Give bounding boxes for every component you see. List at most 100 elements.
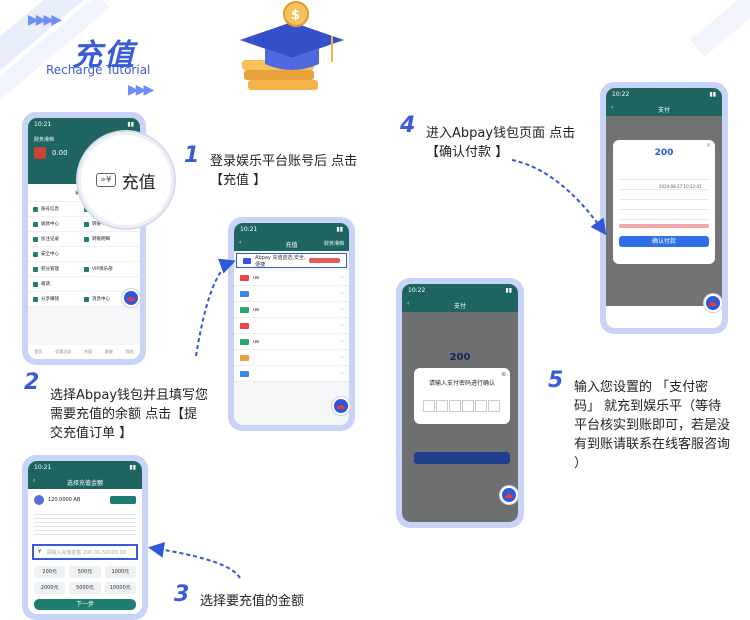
screen-title: 支付	[657, 107, 670, 114]
bottom-nav: 首页 优惠活动 充值 客服 我的	[28, 345, 140, 359]
next-button[interactable]: 下一步	[34, 599, 136, 610]
menu-item[interactable]: 积分管理	[33, 266, 84, 272]
menu-row: 分享赚钱 消息中心	[28, 292, 140, 307]
payment-method-row[interactable]: ›	[234, 350, 349, 366]
payment-logo-icon	[240, 306, 249, 313]
menu-row: 投注记录 转账明细	[28, 232, 140, 247]
phone-screenshot-home: 10:21▮▮ 财务滑档 0.00 ▣充值 账号信息存款记录收款中心转账中心投注…	[22, 112, 174, 365]
menu-item[interactable]: 分享赚钱	[33, 296, 84, 302]
amount-chip[interactable]: 10000元	[104, 582, 136, 594]
payment-method-row[interactable]: ›	[234, 318, 349, 334]
payment-method-row[interactable]: ›	[234, 286, 349, 302]
amount-chip[interactable]: 5000元	[69, 582, 101, 594]
status-bar: 10:22▮▮	[606, 88, 722, 102]
menu-item[interactable]: 邀请	[33, 281, 84, 287]
menu-item-icon	[33, 296, 38, 302]
payment-logo-icon	[240, 290, 249, 297]
signal-icon: ▮▮	[709, 91, 716, 98]
close-icon[interactable]: ✕	[705, 142, 711, 149]
payment-method-label: ue	[253, 274, 260, 281]
payment-method-label: ue	[253, 338, 260, 345]
menu-item-label: VIP俱乐部	[92, 267, 113, 272]
step-text-5: 输入您设置的 「支付密码」 就充到娱乐平（等待平台核实到账即可，若是没有到账请联…	[574, 380, 731, 471]
menu-item[interactable]: 账号信息	[33, 206, 84, 212]
menu-item-icon	[84, 266, 89, 272]
top-bar: ‹ 充值 财务滑档	[234, 237, 349, 251]
payment-method-list: ue››ue››ue›››	[234, 270, 349, 382]
payment-method-label: ue	[253, 306, 260, 313]
menu-item-icon	[84, 206, 89, 212]
confirm-modal: ✕ 200 2024-08-27 10:22:41 确认付款	[613, 140, 715, 264]
menu-item[interactable]: VIP俱乐部	[84, 266, 135, 272]
top-bar: ‹支付	[402, 298, 518, 312]
menu-item-icon	[33, 206, 38, 212]
menu-item-icon	[84, 296, 89, 302]
payment-logo-icon	[240, 370, 249, 377]
payment-logo-icon	[240, 338, 249, 345]
amount-input[interactable]: ¥请输入充值金额 200.00-50000.00	[32, 544, 138, 560]
confirm-payment-button[interactable]: 确认付款	[619, 236, 709, 247]
wallet-action-button[interactable]	[110, 496, 136, 504]
nav-tab[interactable]: 充值	[83, 349, 92, 354]
menu-item-icon	[84, 221, 89, 227]
amount-chip[interactable]: 500元	[69, 566, 101, 578]
screen-right-label: 财务滑档	[323, 241, 344, 247]
payment-logo-icon	[240, 354, 249, 361]
menu-item-label: 邀请	[41, 282, 50, 287]
phone-screenshot-abpay-confirm: 10:22▮▮ ‹ 支付 ✕ 200 2024-08-27 10:22:41 确认…	[600, 82, 728, 334]
status-bar: 10:21▮▮	[234, 223, 349, 237]
menu-item[interactable]: 转账明细	[84, 236, 135, 242]
step-number-1: 1	[184, 143, 200, 168]
pay-amount: 200	[654, 148, 674, 158]
step-number-2: 2	[24, 370, 40, 395]
svg-text:$: $	[291, 8, 300, 23]
pin-input[interactable]	[420, 397, 504, 416]
abpay-option[interactable]: Abpay 充值首选,安全,便捷	[236, 253, 347, 268]
nav-tab[interactable]: 我的	[125, 349, 134, 354]
menu-item-label: 分享赚钱	[41, 297, 59, 302]
menu-item[interactable]: 安全中心	[33, 251, 84, 257]
phone-screenshot-pin-entry: 10:22▮▮ ‹支付 200 ⊗ 请输入支付密码进行确认	[396, 278, 524, 528]
menu-item[interactable]: 消息中心	[84, 296, 135, 302]
menu-item[interactable]: 投注记录	[33, 236, 84, 242]
menu-item-label: 消息中心	[92, 297, 110, 302]
payment-method-row[interactable]: ›	[234, 366, 349, 382]
amount-chip[interactable]: 2000元	[34, 582, 66, 594]
payment-method-row[interactable]: ue›	[234, 270, 349, 286]
close-icon[interactable]: ⊗	[500, 371, 506, 378]
menu-row: 收款中心转账中心	[28, 217, 140, 232]
phone-screen: 10:21▮▮ ‹选择充值金额 120.0000 AB ¥请输入充值金额 200…	[28, 461, 142, 614]
payment-logo-icon	[240, 274, 249, 281]
amount-chip[interactable]: 200元	[34, 566, 66, 578]
menu-item[interactable]: 转账中心	[84, 221, 135, 227]
back-icon[interactable]: ‹	[611, 104, 614, 111]
menu-item-label: 安全中心	[41, 252, 59, 257]
payment-method-row[interactable]: ue›	[234, 302, 349, 318]
nav-tab[interactable]: 首页	[34, 349, 43, 354]
chevron-right-icon: ›	[340, 354, 343, 361]
menu-item-icon	[33, 221, 38, 227]
nav-tab[interactable]: 优惠活动	[55, 349, 72, 354]
balance-value: 0.00	[52, 149, 68, 157]
back-icon[interactable]: ‹	[407, 300, 410, 307]
menu-item[interactable]: 收款中心	[33, 221, 84, 227]
menu-item-icon	[33, 251, 38, 257]
back-icon[interactable]: ‹	[239, 239, 242, 246]
chevron-right-icon: ›	[340, 290, 343, 297]
support-icon[interactable]	[332, 397, 350, 415]
amount-chip[interactable]: 1000元	[104, 566, 136, 578]
support-icon[interactable]	[122, 289, 140, 307]
clock: 10:21	[240, 226, 258, 233]
phone-screenshot-payment-methods: 10:21▮▮ ‹ 充值 财务滑档 Abpay 充值首选,安全,便捷 ue››u…	[228, 217, 355, 431]
menu-item-label: 转账明细	[92, 237, 110, 242]
support-icon[interactable]	[500, 486, 518, 504]
back-icon[interactable]: ‹	[33, 477, 36, 484]
promo-badge	[309, 258, 340, 263]
payment-method-row[interactable]: ue›	[234, 334, 349, 350]
menu-item-icon	[33, 236, 38, 242]
chevron-right-icon: ›	[340, 370, 343, 377]
step-text-3: 选择要充值的金额	[200, 594, 305, 609]
support-icon[interactable]	[704, 294, 722, 312]
zoom-recharge-label: 充值	[121, 172, 156, 193]
nav-tab[interactable]: 客服	[104, 349, 113, 354]
